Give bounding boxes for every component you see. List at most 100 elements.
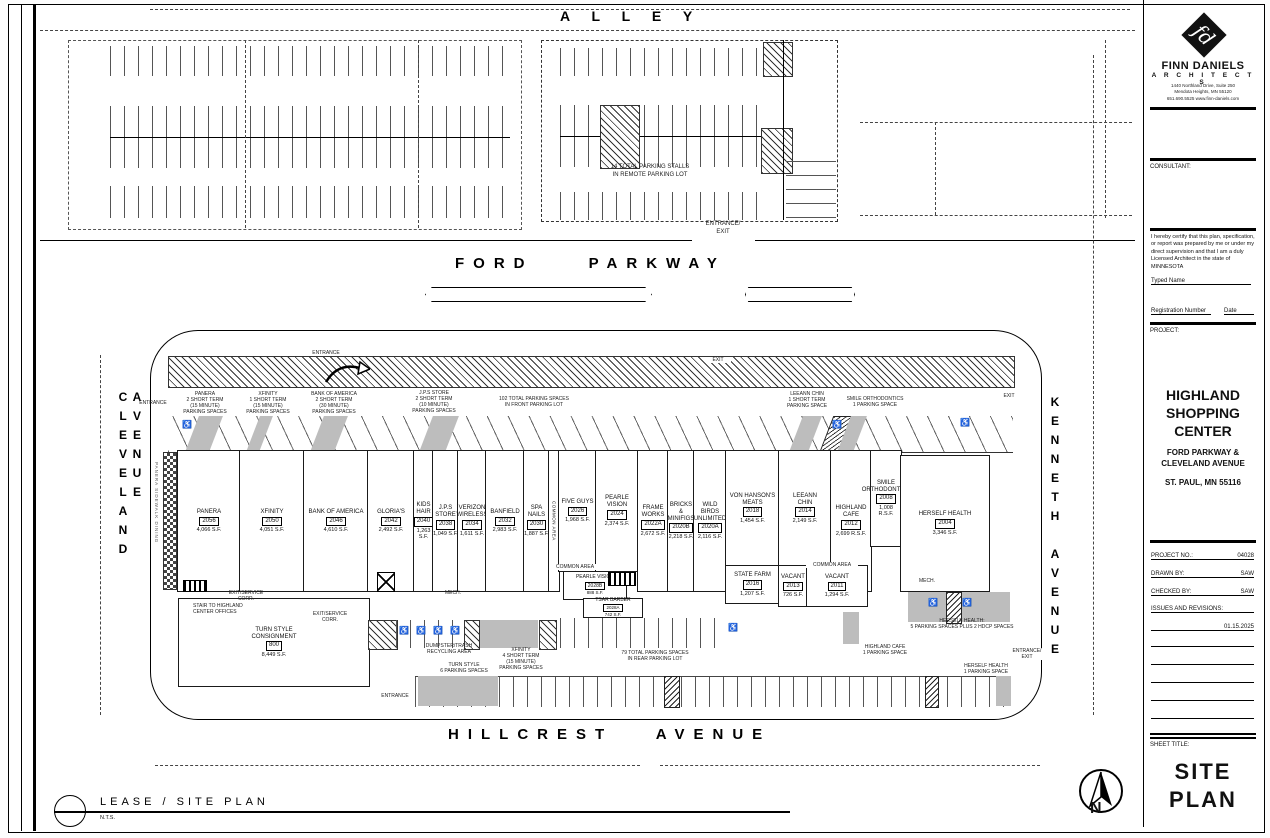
remote-lot-east-stalls [786,150,836,218]
note-herself-parking5: HERSELF HEALTH: 5 PARKING SPACES PLUS 2 … [910,618,1014,630]
tenant-area: 3,346 S.F. [932,529,958,536]
front-entrance-label: ENTRANCE [306,350,346,356]
remote-lot-boundary [541,40,838,222]
remote-lot-entrance-exit: ENTRANCE/ EXIT [705,221,741,235]
cafe-parking-stall [843,612,859,644]
stair-note: STAIR TO HIGHLAND CENTER OFFICES [193,603,243,615]
elevator-icon [377,572,395,592]
hdcp-icon: ♿ [960,418,970,427]
common-area-label: COMMON AREA [551,501,557,541]
suite-number: 2026 [567,506,588,517]
suite-number: 2028B [584,581,606,591]
common-area-label3: COMMON AREA [806,562,858,568]
project-no-value: 04028 [1237,553,1254,559]
rear-island-hatch2 [539,620,557,650]
tenant-area: 1,294 S.F. [824,592,850,599]
suite-number: 2020A [698,523,722,534]
issues-field: ISSUES AND REVISIONS: [1151,601,1254,613]
service-corr-label2: EXIT/SERVICE CORR. [312,611,348,623]
turnstyle-stalls [418,676,498,706]
suite-number: 2030 [526,519,547,530]
date-label: Date [1224,308,1237,314]
tenant-name: KIDS HAIR [416,502,431,516]
note-rear-total: 79 TOTAL PARKING SPACES IN REAR PARKING … [621,650,689,662]
ford-north-curb-west [40,240,692,241]
remote-lot-stalls-row1 [560,48,770,76]
tenant-panera: PANERA 2056 4,066 S.F. [177,450,241,592]
drawn-by-value: SAW [1240,571,1254,577]
hdcp-icon: ♿ [433,626,443,635]
suite-number: 2014 [795,507,815,518]
hillcrest-south-line-east [660,765,1040,766]
rear-hdcp-stalls [396,620,462,648]
tenant-pearle-vision: PEARLE VISION 2024 2,374 S.F. [595,450,639,572]
rear-bottom-hatch-stall [664,676,680,708]
tenant-area: 1,454 S.F. [740,518,765,525]
tenant-name: VERIZON WIRELESS [456,505,488,519]
consultant-label: CONSULTANT: [1150,164,1191,170]
revision-date: 01.15.2025 [1223,624,1254,630]
tenant-area: 1,968 S.F. [565,517,590,524]
east-lot-line2 [860,215,1132,216]
tenant-bank-of-america: BANK OF AMERICA 2046 4,610 S.F. [303,450,369,592]
project-no-label: PROJECT NO.: [1151,553,1193,559]
suite-number: 2020B [669,523,693,534]
tenant-name: TSAR BARBER [595,596,631,603]
title-block: fd FINN DANIELS A R C H I T E C T S 1440… [1143,0,1263,827]
revision-row: 01.15.2025 [1151,619,1254,631]
mech-label: MECH. [444,590,462,596]
east-lot-divider [935,122,936,215]
plan-title: LEASE / SITE PLAN [100,796,269,808]
registration-field: Registration Number [1151,302,1211,315]
tenant-area: 888 S.F. [586,590,604,596]
note-panera-st: PANERA 2 SHORT TERM (15 MINUTE) PARKING … [183,391,227,415]
rule [1150,737,1256,739]
panera-sidewalk-dining-area [163,452,177,590]
tenant-name: PEARLE VISION [575,573,615,580]
tenant-name: VON HANSON'S MEATS [729,492,776,506]
herself-single-stall [996,676,1011,706]
title-underline [54,811,790,813]
tenant-name: GLORIA'S [377,508,405,515]
project-no-field: PROJECT NO.: 04028 [1151,548,1254,560]
hdcp-icon: ♿ [928,598,938,607]
stair-icon [183,580,207,592]
tenant-frame-works: FRAME WORKS 2022A 2,672 S.F. [637,450,669,592]
revision-blank-line [1151,682,1254,683]
suite-number: 800 [265,641,282,652]
west-lot-divider1 [245,40,246,228]
street-label-cleveland: CLEVELAND AVENUE [116,390,144,561]
note-sidewalk-dining: PANERA SIDEWALK DINING [154,462,159,544]
tenant-name: BANFIELD [490,508,520,515]
ford-median-island-west [425,287,652,302]
north-letter: N [1090,800,1102,817]
rule [1150,322,1256,325]
tenant-area: 726 S.F. [782,592,804,599]
hdcp-icon: ♿ [399,626,409,635]
tenant-bricks-minifigs: BRICKS & MINIFIGS 2020B 2,218 S.F. [667,450,695,592]
dumpster-area-hatch [368,620,398,650]
property-outline [150,330,1042,720]
remote-lot-island-hatch2 [763,42,793,77]
tenant-name: LEEANN CHIN [792,492,817,506]
drawn-by-field: DRAWN BY: SAW [1151,566,1254,578]
tenant-area: 4,610 S.F. [323,527,349,534]
ford-north-curb-east [755,240,1135,241]
suite-number: 2008 [876,494,896,505]
tenant-von-hansons: VON HANSON'S MEATS 2018 1,454 S.F. [725,450,780,567]
hdcp-icon: ♿ [416,626,426,635]
tenant-area: 2,672 S.F. [640,530,666,537]
hdcp-icon: ♿ [450,626,460,635]
sheet-title-label: SHEET TITLE: [1150,742,1190,748]
tenant-xfinity: XFINITY 2050 4,051 S.F. [239,450,305,592]
suite-number: 2056 [199,516,219,527]
tenant-name: STATE FARM [734,572,771,579]
note-leeann-st: LEEANN CHIN 1 SHORT TERM PARKING SPACE [786,391,828,409]
common-area-label2: COMMON AREA [550,564,600,570]
tenant-vacant-2011: VACANT 2011 1,294 S.F. [806,565,868,607]
remote-lot-stalls-row3 [560,192,770,220]
suite-number: 2042 [381,516,401,527]
project-address: FORD PARKWAY & CLEVELAND AVENUE [1161,448,1245,468]
tenant-smile-orthodontics: SMILE ORTHODONTICS 2008 1,008 R.S.F. [862,450,910,547]
